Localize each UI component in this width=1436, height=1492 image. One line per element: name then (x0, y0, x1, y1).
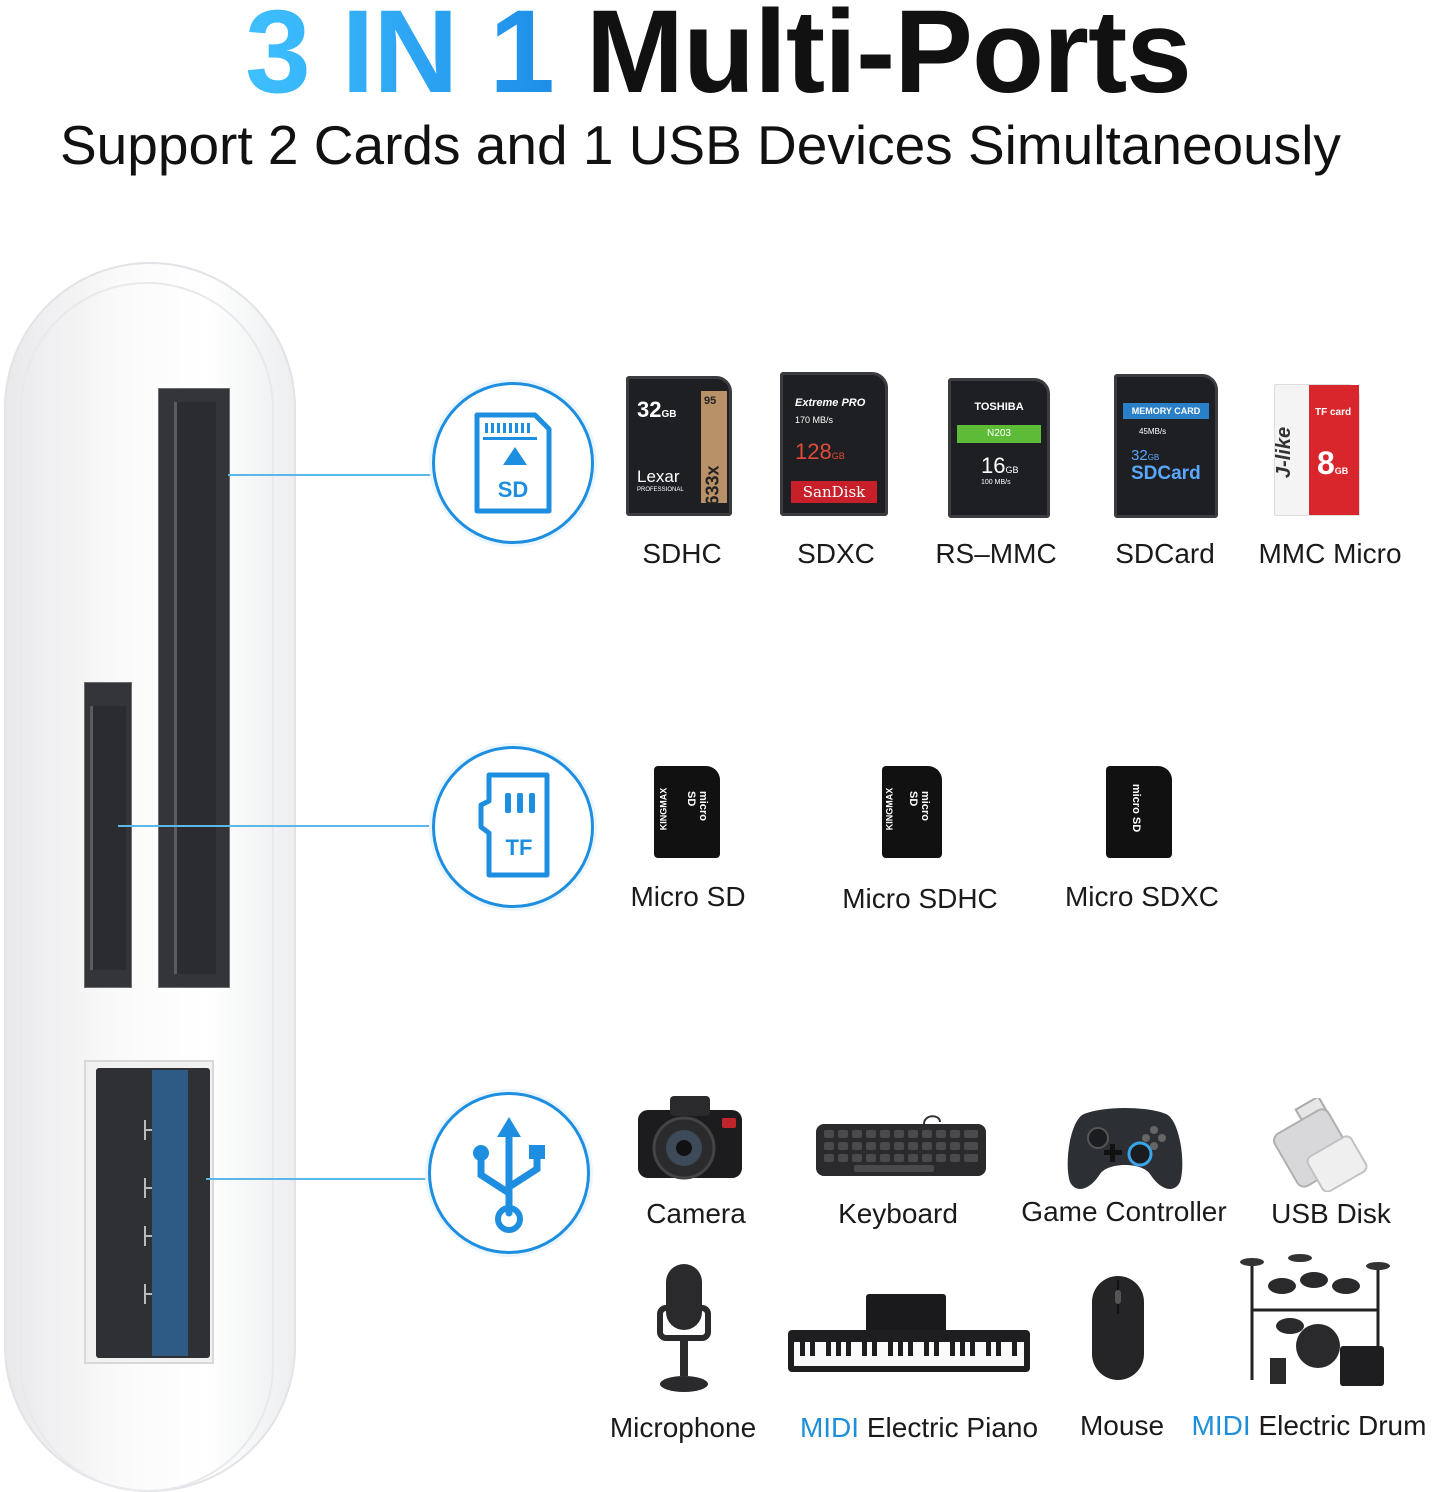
midi-prefix: MIDI (1191, 1410, 1251, 1441)
tf-slot-inner (90, 706, 126, 970)
connector-line-tf (118, 825, 434, 827)
tf-card-icon (478, 772, 550, 878)
card-brand: SanDisk (791, 481, 877, 503)
usb-port-tongue (152, 1070, 188, 1356)
usb-port-badge (428, 1092, 590, 1254)
card-note: 95 (704, 395, 717, 407)
card-stripe (701, 391, 727, 503)
rs-mmc-card-image: TOSHIBA N203 16GB 100 MB/s (948, 378, 1050, 518)
usb-pin (144, 1284, 146, 1304)
usb-symbol-icon (473, 1117, 545, 1233)
tf-card-label: Micro SD (630, 881, 746, 912)
midi-prefix: MIDI (799, 1412, 860, 1443)
card-note: micro SD (1130, 783, 1143, 833)
title-main: Multi-Ports (585, 0, 1192, 118)
card-brand: KINGMAX (658, 787, 669, 831)
sd-card-label: RS–MMC (935, 538, 1057, 569)
usb-device-label: Game Controller (1021, 1196, 1227, 1227)
usb-pin (146, 1129, 152, 1131)
sdxc-card-image: Extreme PRO 170 MB/s 128GB SanDisk (780, 372, 888, 516)
card-capacity: 32GB (637, 397, 677, 422)
sdcard-card-image: MEMORY CARD 45MB/s 32GB SDCard (1114, 374, 1218, 518)
micro-sd-card-image: KINGMAX micro SD (654, 766, 720, 858)
card-line2: PROFESSIONAL (637, 487, 684, 493)
usb-device-label: MIDI Electric Drum (1184, 1410, 1434, 1442)
usb-device-label: Mouse (1079, 1410, 1165, 1441)
usb-device-label-text: Electric Piano (866, 1412, 1039, 1443)
card-note: TF card (1315, 407, 1352, 418)
sd-badge-label: SD (497, 477, 529, 502)
sd-card-label: SDHC (642, 538, 722, 569)
card-speed: 633x (702, 465, 723, 506)
card-note: N203 (957, 425, 1041, 443)
usb-pin (144, 1120, 146, 1140)
usb-device-label: Camera (646, 1198, 746, 1229)
card-brand: TOSHIBA (974, 401, 1024, 413)
electric-drum-icon (1240, 1254, 1390, 1386)
usb-pin (146, 1293, 152, 1295)
connector-line-sd (228, 474, 434, 476)
usb-device-label: Microphone (609, 1412, 757, 1443)
card-capacity: 8GB (1317, 445, 1349, 481)
micro-sdhc-card-image: KINGMAX micro SD (882, 766, 942, 858)
card-brand: KINGMAX (884, 787, 895, 831)
card-note: micro SD (907, 791, 931, 821)
card-note: micro SD (685, 791, 709, 821)
card-capacity: 32GB (1131, 447, 1160, 464)
keyboard-icon (816, 1115, 986, 1176)
game-controller-icon (1067, 1108, 1183, 1189)
card-red-panel (1309, 385, 1359, 515)
sdhc-card-image: 32GB Lexar PROFESSIONAL 95 633x (626, 376, 732, 516)
mouse-icon (1092, 1276, 1144, 1380)
card-speed: 45MB/s (1139, 427, 1167, 436)
tf-badge-label: TF (505, 835, 533, 860)
usb-pin (146, 1187, 152, 1189)
card-speed: 100 MB/s (981, 479, 1011, 486)
microphone-icon (657, 1264, 711, 1392)
electric-piano-icon (788, 1294, 1030, 1372)
usb-device-label: USB Disk (1271, 1198, 1391, 1229)
sd-card-label: SDXC (797, 538, 875, 569)
card-brand: Lexar (637, 467, 680, 486)
micro-sdxc-card-image: micro SD (1106, 766, 1172, 858)
usb-pin (146, 1235, 152, 1237)
tf-card-label: Micro SDXC (1064, 881, 1219, 912)
usb-device-label: MIDI Electric Piano (786, 1412, 1052, 1444)
card-note: Extreme PRO (795, 397, 866, 409)
sd-port-badge: SD (432, 382, 594, 544)
card-note: MEMORY CARD (1123, 403, 1209, 419)
sd-card-label: MMC Micro (1258, 538, 1402, 569)
card-brand: SDCard (1131, 463, 1201, 484)
usb-device-label-text: Electric Drum (1258, 1410, 1427, 1441)
tf-card-label: Micro SDHC (842, 883, 998, 914)
usb-pin (144, 1226, 146, 1246)
card-capacity: 16GB (981, 453, 1019, 478)
sd-card-icon (474, 412, 552, 514)
card-speed: 170 MB/s (795, 415, 834, 425)
camera-icon (638, 1096, 742, 1180)
usb-disk-icon (1273, 1098, 1368, 1192)
mmc-micro-card-image: J-like TF card 8GB (1273, 384, 1360, 516)
page-title: 3 IN 1 Multi-Ports (0, 0, 1436, 112)
sd-card-label: SDCard (1115, 538, 1215, 569)
card-brand: J-like (1273, 426, 1296, 479)
tf-port-badge: TF (432, 746, 594, 908)
title-accent: 3 IN 1 (245, 0, 555, 118)
usb-device-label: Keyboard (838, 1198, 958, 1229)
usb-pin (144, 1178, 146, 1198)
sd-slot-inner (174, 402, 216, 974)
card-capacity: 128GB (795, 439, 845, 464)
connector-line-usb (206, 1178, 432, 1180)
page-subtitle: Support 2 Cards and 1 USB Devices Simult… (60, 114, 1341, 176)
